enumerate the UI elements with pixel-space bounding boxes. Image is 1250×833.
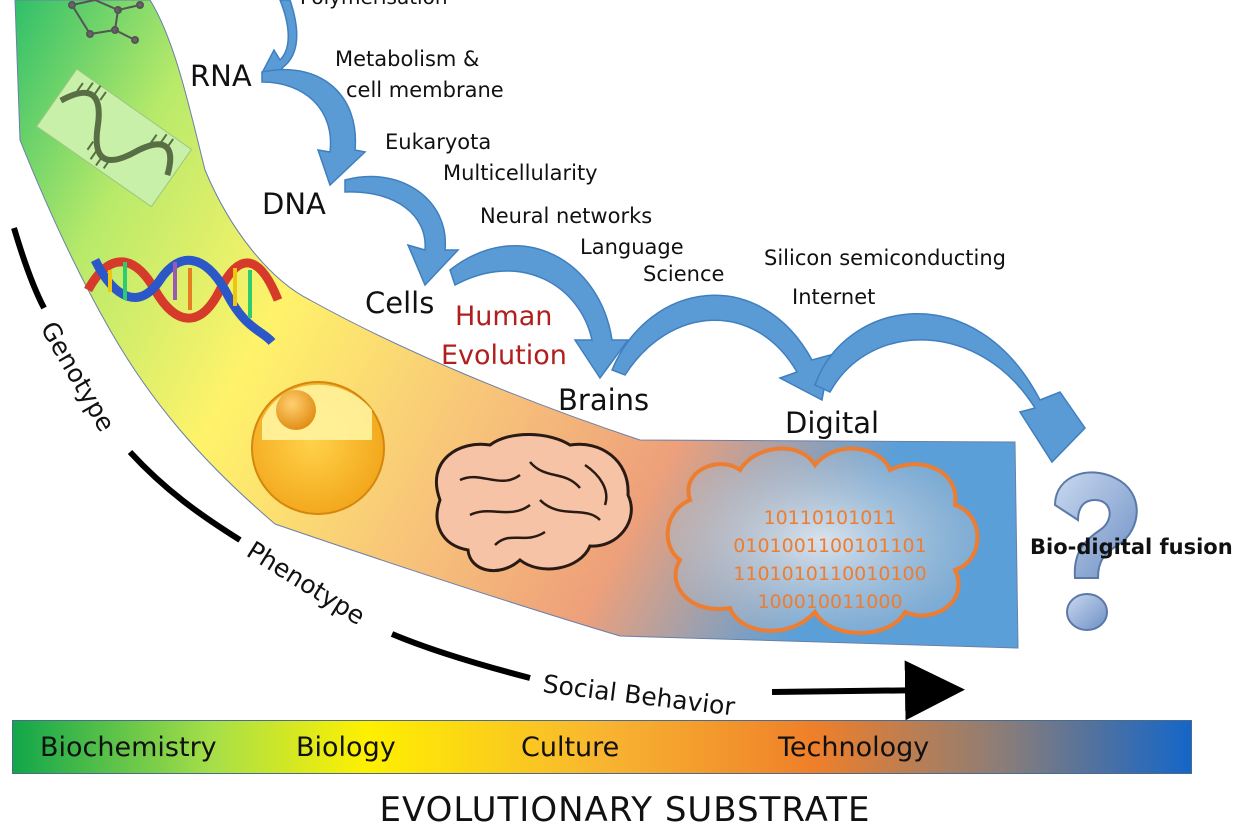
bar-label-biochemistry: Biochemistry xyxy=(40,732,217,763)
binary-line: 0101001100101101 xyxy=(733,535,926,557)
label-eukaryota: Eukaryota xyxy=(385,130,491,154)
label-rna: RNA xyxy=(190,59,252,93)
arrow-polymerisation-rna xyxy=(260,0,298,82)
binary-line: 1101010110010100 xyxy=(733,563,926,585)
bar-label-culture: Culture xyxy=(521,732,620,763)
label-brains: Brains xyxy=(558,383,649,417)
label-genotype: Genotype xyxy=(35,317,121,437)
label-science: Science xyxy=(643,262,724,286)
arrow-rna-dna xyxy=(261,68,367,187)
footer-title: EVOLUTIONARY SUBSTRATE xyxy=(379,790,871,830)
rna-strand-icon xyxy=(35,68,193,208)
label-language: Language xyxy=(580,235,684,259)
bar-label-technology: Technology xyxy=(778,732,930,763)
digital-cloud-icon xyxy=(665,446,980,635)
cell-icon xyxy=(251,381,385,515)
label-silicon: Silicon semiconducting xyxy=(764,246,1006,270)
question-mark-icon xyxy=(1053,471,1138,631)
label-human-evolution-line2: Evolution xyxy=(441,340,567,371)
label-neural-networks: Neural networks xyxy=(480,204,652,228)
brain-icon xyxy=(434,433,633,572)
evolution-arrows xyxy=(260,0,1086,464)
binary-text: 10110101011 0101001100101101 11010101100… xyxy=(733,507,926,613)
substrate-gradient-bar xyxy=(12,720,1192,774)
label-internet: Internet xyxy=(792,285,875,309)
label-metabolism-line1: Metabolism & xyxy=(335,47,479,71)
bar-label-biology: Biology xyxy=(296,732,396,763)
label-dna: DNA xyxy=(262,187,326,221)
binary-line: 10110101011 xyxy=(764,507,897,529)
level-axis xyxy=(11,227,965,721)
dna-helix-icon xyxy=(84,255,283,346)
label-cells: Cells xyxy=(365,286,434,320)
label-multicellularity: Multicellularity xyxy=(443,161,598,185)
label-digital: Digital xyxy=(785,406,879,440)
arrow-dna-cells xyxy=(344,175,460,287)
arrow-digital-fusion xyxy=(814,313,1086,464)
label-metabolism-line2: cell membrane xyxy=(346,78,504,102)
label-social-behavior: Social Behavior xyxy=(541,669,737,721)
arrow-cells-brains xyxy=(449,245,630,380)
molecule-icon xyxy=(68,0,144,44)
label-bio-digital-fusion: Bio-digital fusion xyxy=(1030,535,1233,559)
label-polymerisation: Polymerisation xyxy=(300,0,448,9)
label-human-evolution-line1: Human xyxy=(455,301,552,332)
binary-line: 100010011000 xyxy=(757,591,902,613)
